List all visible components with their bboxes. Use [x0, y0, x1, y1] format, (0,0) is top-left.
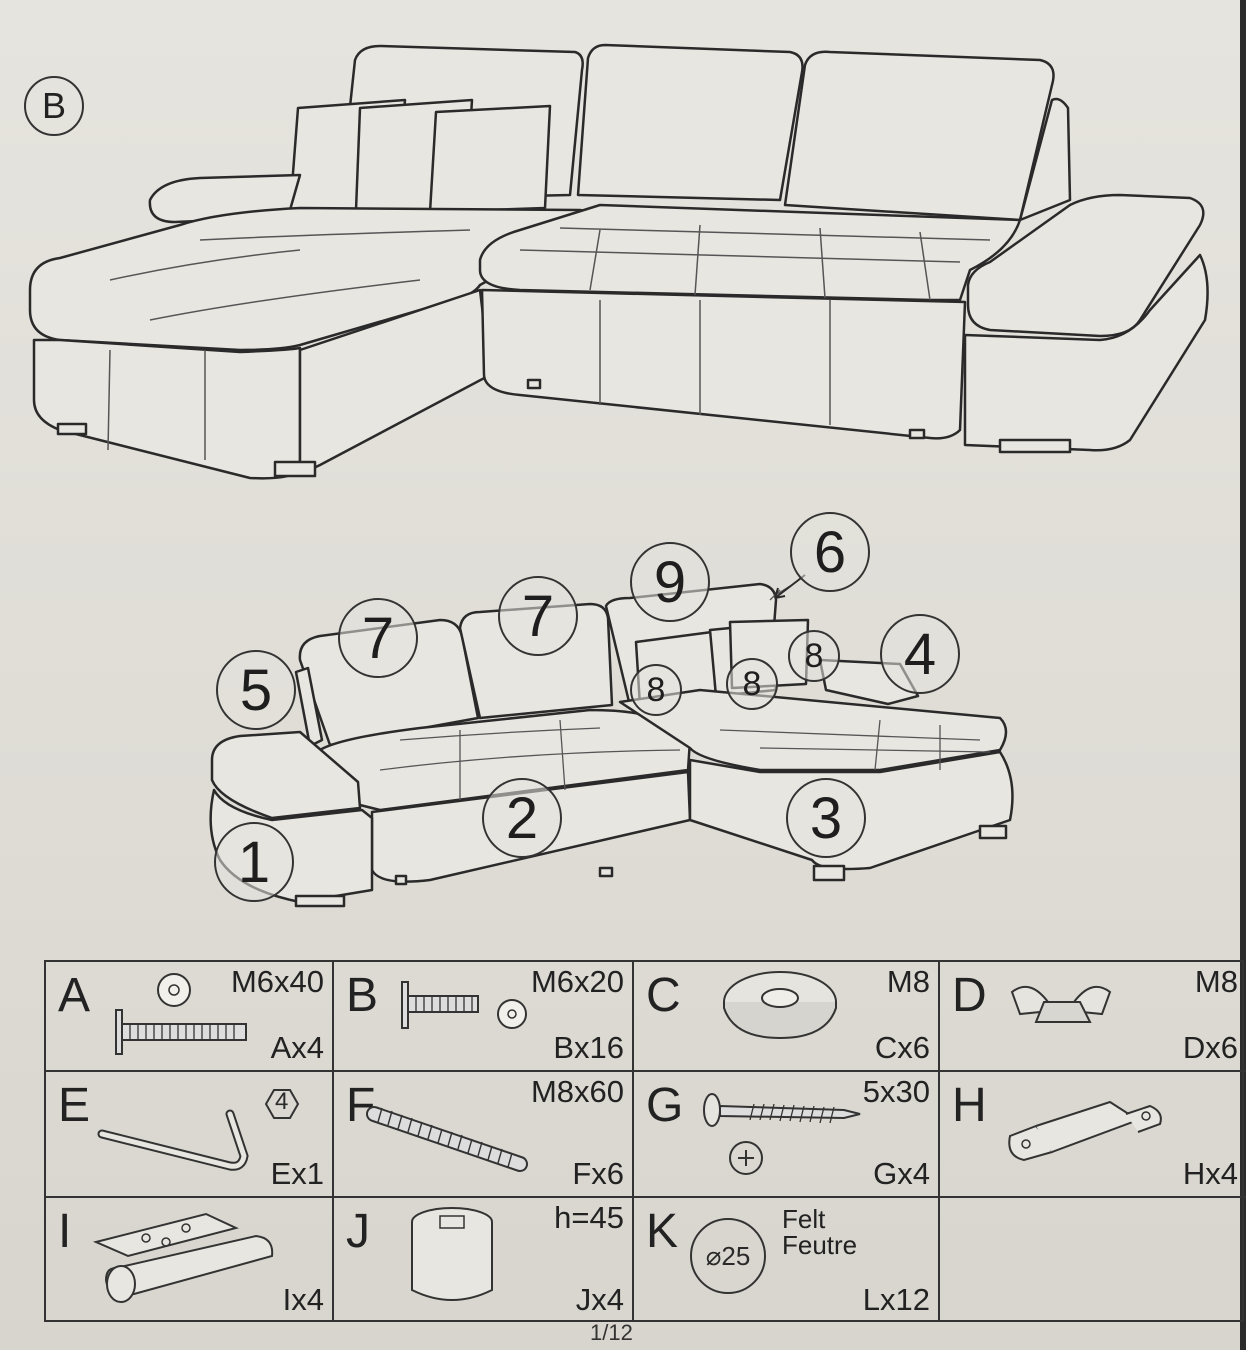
- part-cell-g: G 5x30 Gx4: [634, 1072, 940, 1198]
- foot: [526, 378, 542, 390]
- metal-leg-icon: [92, 1212, 274, 1303]
- part-spec: 5x30: [862, 1074, 930, 1109]
- part-cell-h: H Hx4: [940, 1072, 1246, 1198]
- part-letter: G: [646, 1079, 684, 1132]
- foot: [56, 422, 88, 436]
- part-letter: K: [646, 1205, 679, 1258]
- step-badge: B: [24, 76, 84, 136]
- part-letter: H: [952, 1079, 987, 1132]
- chaise-base: [32, 338, 302, 480]
- main-seat-cushion: [478, 203, 1022, 302]
- part-cell-f: F M8x60 Fx6: [334, 1072, 634, 1198]
- callout-part-8-a: 8: [630, 664, 682, 716]
- sofa-assembly-illustration: [28, 43, 1209, 908]
- page-edge: [1240, 0, 1246, 1350]
- threaded-rod-icon: [366, 1106, 528, 1172]
- callout-part-3: 3: [786, 778, 866, 858]
- callout-part-8-b: 8: [726, 658, 778, 710]
- bolt-with-washer-icon: [115, 973, 247, 1055]
- callout-part-6: 6: [790, 512, 870, 592]
- part-spec: M8: [886, 964, 930, 999]
- part-quantity: Bx16: [553, 1030, 624, 1065]
- pillow-3: [428, 104, 552, 214]
- part-quantity: Fx6: [572, 1156, 624, 1191]
- part-cell-j: J h=45 Jx4: [334, 1198, 634, 1322]
- felt-label-fr: Feutre: [782, 1230, 858, 1260]
- felt-label-en: Felt: [782, 1204, 826, 1234]
- part-quantity: Dx6: [1182, 1030, 1238, 1065]
- foot: [273, 460, 317, 478]
- foot: [908, 428, 926, 440]
- callout-part-7-right: 7: [498, 576, 578, 656]
- part-quantity: Hx4: [1182, 1156, 1238, 1191]
- part-cell-d: D M8 Dx6: [940, 962, 1246, 1072]
- backrest-side: [1018, 97, 1072, 222]
- part-letter: A: [58, 969, 91, 1022]
- part-cell-b: B M6x20 Bx16: [334, 962, 634, 1072]
- callout-part-9: 9: [630, 542, 710, 622]
- right-armrest-base: [963, 253, 1209, 452]
- hardware-parts-table: A M6x40 Ax4 B M6x20 Bx16 C M8 Cx6: [44, 960, 1246, 1322]
- backrest-cushion-right: [783, 50, 1055, 222]
- felt-diameter: ⌀25: [705, 1240, 751, 1271]
- callout-part-7-left: 7: [338, 598, 418, 678]
- callout-part-5: 5: [216, 650, 296, 730]
- wood-screw-icon: [703, 1093, 861, 1175]
- backrest-cushion-middle: [576, 43, 804, 202]
- part-cell-e: E 4 Ex1: [46, 1072, 334, 1198]
- part-letter: I: [58, 1205, 72, 1258]
- part-quantity: Cx6: [874, 1030, 930, 1065]
- part-cell-c: C M8 Cx6: [634, 962, 940, 1072]
- wing-nut-icon: [1010, 985, 1112, 1023]
- part-quantity: Ix4: [282, 1282, 324, 1317]
- short-bolt-with-washer-icon: [401, 981, 527, 1029]
- part-quantity: Ex1: [270, 1156, 324, 1191]
- part-quantity: Gx4: [873, 1156, 930, 1191]
- part-quantity: Ax4: [270, 1030, 324, 1065]
- part-letter: F: [346, 1079, 376, 1132]
- foot: [998, 438, 1072, 454]
- part-quantity: Jx4: [575, 1282, 624, 1317]
- callout-part-8-c: 8: [788, 630, 840, 682]
- part-quantity: Lx12: [862, 1282, 930, 1317]
- part-letter: J: [346, 1205, 370, 1258]
- part-letter: E: [58, 1079, 91, 1132]
- part-spec: M8: [1194, 964, 1238, 999]
- part-spec: M6x40: [230, 964, 324, 999]
- hex-key-icon: [97, 1089, 300, 1171]
- exploded-armrest-1-top: [210, 730, 362, 820]
- part-letter: D: [952, 969, 987, 1022]
- main-seat-base: [480, 288, 967, 440]
- plastic-foot-icon: [411, 1207, 493, 1301]
- part-cell-a: A M6x40 Ax4: [46, 962, 334, 1072]
- part-cell-k: K ⌀25 Felt Feutre Lx12: [634, 1198, 940, 1322]
- right-armrest-top: [966, 193, 1205, 338]
- callout-part-2: 2: [482, 778, 562, 858]
- page-number: 1/12: [590, 1320, 633, 1345]
- hex-key-size: 4: [275, 1088, 289, 1115]
- part-spec: M6x20: [530, 964, 624, 999]
- callout-part-1: 1: [214, 822, 294, 902]
- felt-label: Felt Feutre: [782, 1206, 857, 1258]
- felt-pad-icon: ⌀25: [690, 1218, 766, 1294]
- connector-bracket-icon: [1008, 1100, 1162, 1162]
- flat-washer-icon: [723, 971, 837, 1040]
- part-spec: M8x60: [530, 1074, 624, 1109]
- part-letter: C: [646, 969, 681, 1022]
- part-letter: B: [346, 969, 379, 1022]
- part-cell-i: I Ix4: [46, 1198, 334, 1322]
- part-spec: h=45: [554, 1200, 624, 1235]
- callout-part-4: 4: [880, 614, 960, 694]
- part-cell-empty: [940, 1198, 1246, 1322]
